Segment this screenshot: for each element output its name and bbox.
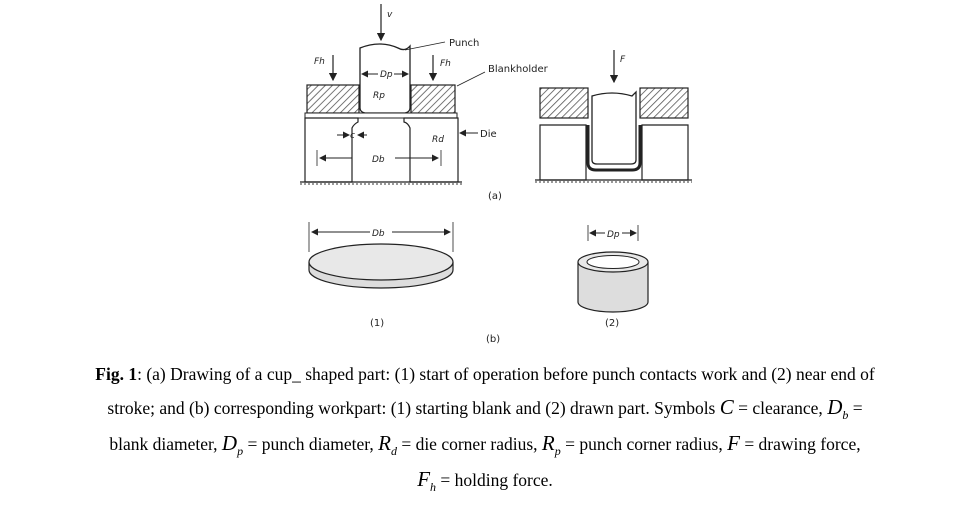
figure-caption: Fig. 1: (a) Drawing of a cup_ shaped par… (20, 358, 950, 499)
blank-diameter-label: Db (372, 229, 385, 239)
blank-disc (308, 243, 454, 281)
figure-number: Fig. 1 (95, 364, 138, 384)
caption-line1: : (a) Drawing of a cup_ shaped part: (1)… (137, 364, 875, 384)
punch-radius-label: Rp (373, 91, 385, 101)
holding-force-label-right: Fh (440, 59, 451, 69)
blank-sheet (304, 112, 458, 119)
blank-diameter-label-lower: Db (372, 155, 385, 165)
caption-blank-def: blank diameter, (109, 434, 222, 454)
cup-body (577, 262, 649, 313)
punch-diameter-label: Dp (380, 70, 393, 80)
symbol-fh: F (417, 467, 431, 491)
cup-number-label: (2) (605, 318, 619, 329)
symbol-rp: R (541, 431, 555, 455)
punch-leader (404, 41, 446, 51)
part-b-label: (b) (486, 334, 500, 345)
caption-eq-end: = (848, 398, 863, 418)
die-right (403, 117, 459, 183)
blankholder-right (410, 84, 456, 114)
punch-label: Punch (449, 38, 479, 49)
symbol-f: F (727, 431, 740, 455)
cup-diameter-label: Dp (607, 230, 620, 240)
part-a-label: (a) (488, 191, 502, 202)
punch-end (591, 90, 637, 165)
caption-f-def: = drawing force, (739, 434, 861, 454)
blankholder-left-end (539, 87, 589, 119)
drawn-cup-diagram: Dp (2) (b) (486, 225, 649, 345)
symbol-rd: R (378, 431, 391, 455)
subscript-p: p (237, 444, 244, 458)
blankholder-label: Blankholder (488, 64, 549, 75)
caption-c-def: = clearance, (733, 398, 828, 418)
die-left-end (539, 124, 587, 181)
symbol-c: C (719, 395, 734, 419)
subscript-d: d (390, 444, 397, 458)
die-label: Die (480, 129, 497, 140)
subscript-p2: p (554, 444, 561, 458)
drawing-force-label: F (620, 55, 626, 65)
caption-fh-def: = holding force. (436, 470, 553, 490)
blankholder-left (306, 84, 360, 114)
subscript-h: h (430, 480, 437, 494)
cup-opening (586, 255, 640, 269)
drawing-figure: v Punch Blankholder Die Fh Fh Dp Rp c Db… (300, 4, 692, 345)
blankholder-leader (456, 71, 486, 87)
press-end-diagram: F (a) (488, 50, 692, 202)
holding-force-label-left: Fh (314, 57, 325, 67)
symbol-dp: D (221, 431, 238, 455)
caption-rd-def: = die corner radius, (396, 434, 542, 454)
punch (359, 43, 411, 114)
blankholder-right-end (639, 87, 689, 119)
symbol-db: D (827, 395, 843, 419)
blank-disc-diagram: Db (1) (308, 222, 454, 329)
die-right-end (641, 124, 689, 181)
caption-dp-def: = punch diameter, (243, 434, 379, 454)
die-radius-label: Rd (432, 135, 444, 145)
press-start-diagram: v Punch Blankholder Die Fh Fh Dp Rp c Db… (300, 4, 549, 185)
caption-line2: stroke; and (b) corresponding workpart: … (107, 398, 720, 418)
caption-rp-def: = punch corner radius, (560, 434, 728, 454)
blank-number-label: (1) (370, 318, 384, 329)
clearance-label: c (350, 131, 355, 141)
subscript-b: b (842, 408, 849, 422)
velocity-label: v (387, 10, 393, 20)
cup-wall (586, 125, 642, 172)
die-left (304, 117, 359, 183)
